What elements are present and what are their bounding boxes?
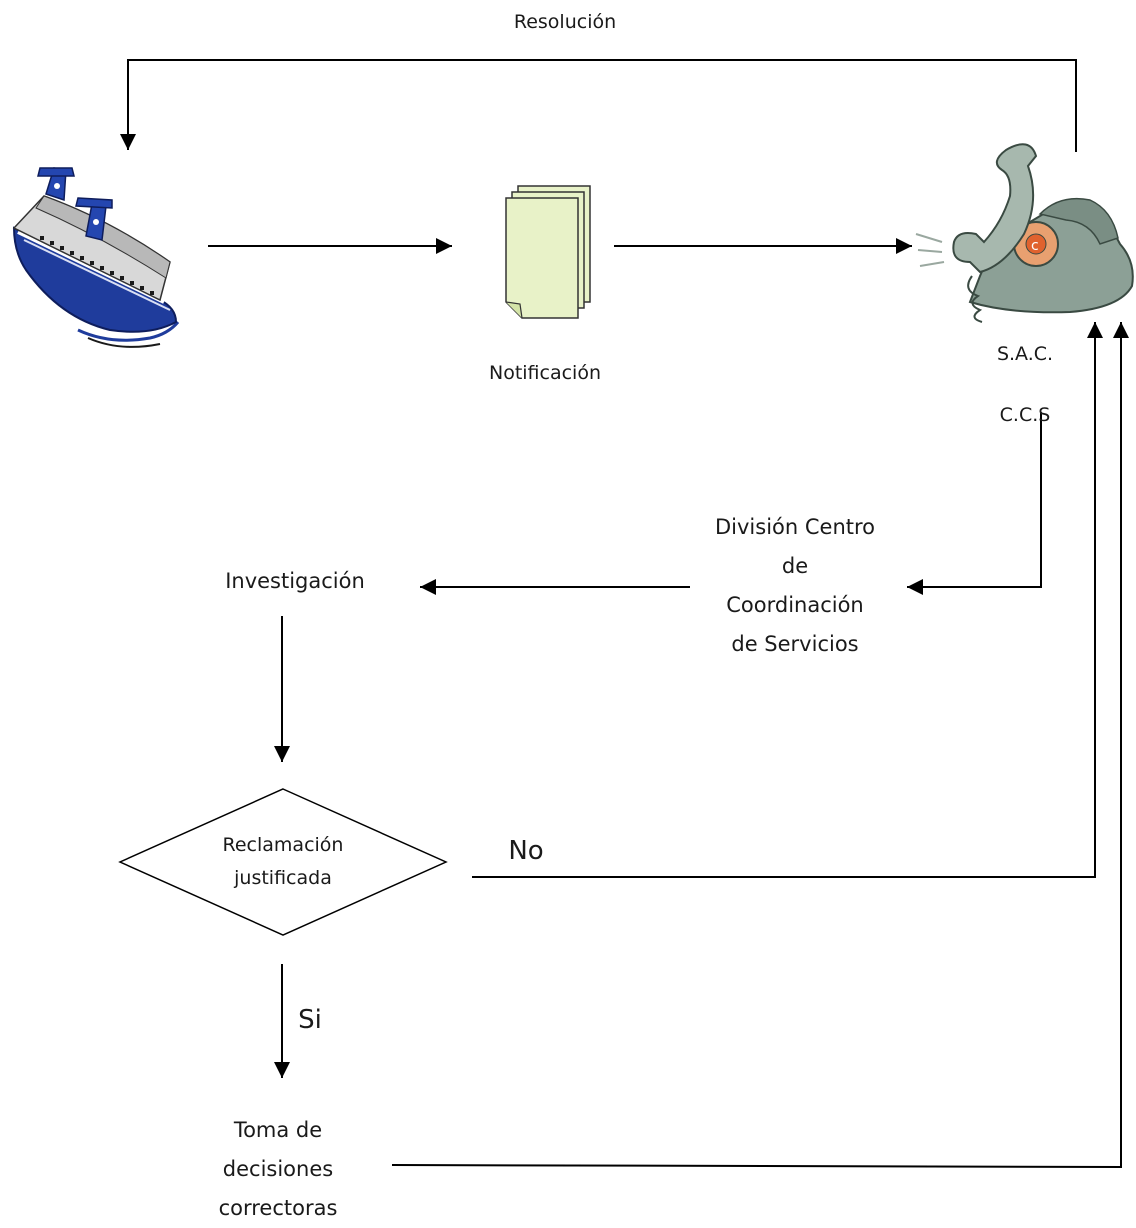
investigation-label: Investigación [225, 569, 365, 593]
ship-icon [12, 167, 180, 348]
sac-label: S.A.C. [996, 343, 1054, 365]
ccs-to-division-arrow [907, 412, 1042, 595]
si-label: Si [298, 1005, 322, 1035]
resolution-label: Resolución [513, 11, 617, 33]
decision-label-line-1: Reclamación [222, 834, 344, 856]
division-label-line-4: de Servicios [731, 632, 859, 656]
corrective-to-phone-arrow [391, 322, 1129, 1169]
resolution-arrow [120, 59, 1077, 152]
corrective-label-line-2: decisiones [222, 1157, 334, 1181]
notification-label: Notificación [488, 362, 601, 384]
corrective-label-line-3: correctoras [218, 1196, 338, 1220]
corrective-label: Toma de decisiones correctoras [178, 1111, 378, 1228]
division-label: División Centro de Coordinación de Servi… [690, 508, 900, 664]
ccs-label: C.C.S [999, 404, 1051, 426]
decision-label: Reclamación justificada [173, 829, 393, 895]
division-label-line-2: de [781, 554, 809, 578]
division-label-line-1: División Centro [714, 515, 876, 539]
division-label-line-3: Coordinación [726, 593, 864, 617]
svg-text:c: c [1031, 238, 1039, 254]
telephone-icon: c [915, 143, 1134, 323]
corrective-label-line-1: Toma de [233, 1118, 323, 1142]
decision-diamond [118, 788, 448, 936]
decision-label-line-2: justificada [234, 867, 332, 889]
no-label: No [508, 836, 544, 866]
documents-icon [505, 185, 591, 319]
no-branch-arrow [472, 322, 1103, 878]
